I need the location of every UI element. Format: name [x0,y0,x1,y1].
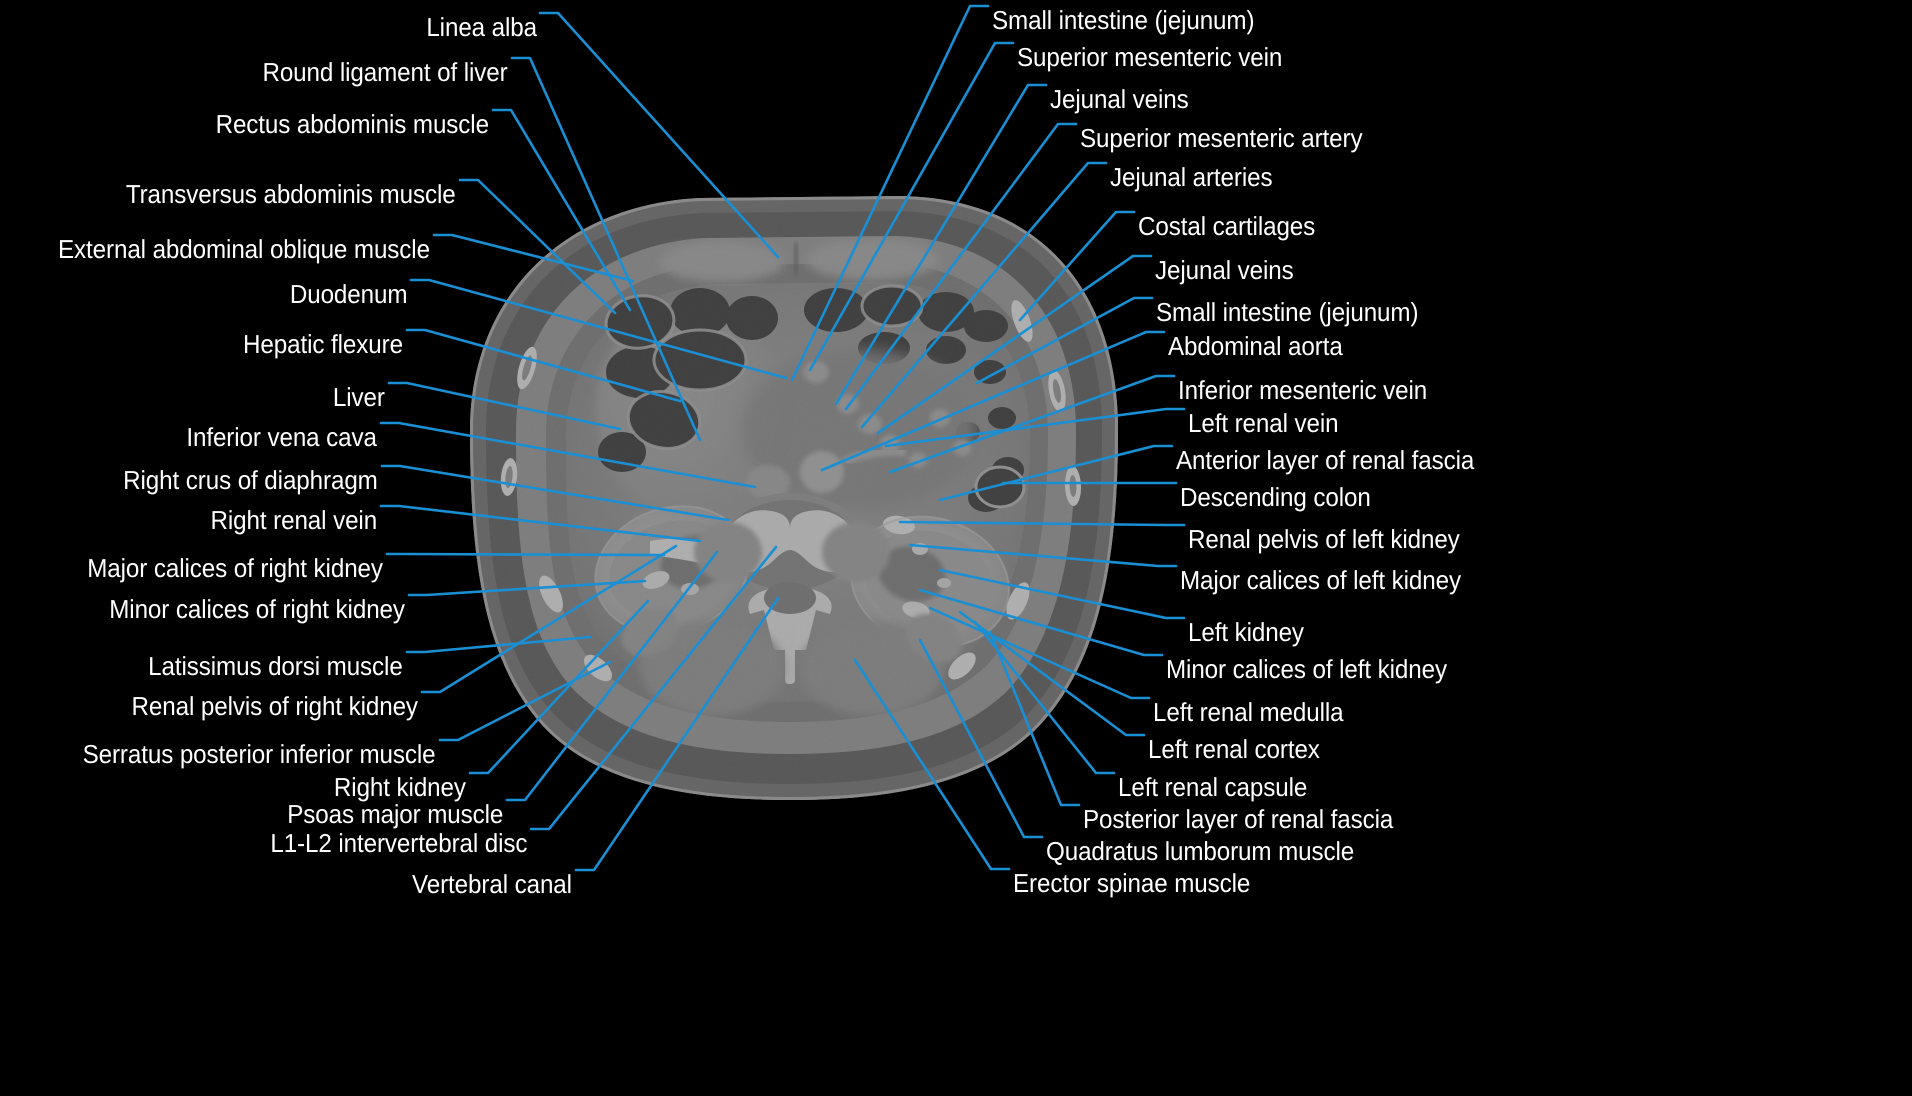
anatomy-label-major-calices-of-right-kidney: Major calices of right kidney [87,553,383,583]
anatomy-label-left-renal-cortex: Left renal cortex [1148,734,1320,764]
anatomy-label-posterior-layer-of-renal-fascia: Posterior layer of renal fascia [1083,804,1394,834]
anatomy-label-renal-pelvis-of-left-kidney: Renal pelvis of left kidney [1188,524,1460,554]
anatomy-label-descending-colon: Descending colon [1180,482,1371,512]
anatomy-label-renal-pelvis-of-right-kidney: Renal pelvis of right kidney [131,691,418,721]
anatomy-label-anterior-layer-of-renal-fascia: Anterior layer of renal fascia [1176,445,1475,475]
anatomy-label-left-renal-capsule: Left renal capsule [1118,772,1308,802]
anatomy-label-round-ligament-of-liver: Round ligament of liver [262,57,508,87]
anatomy-label-minor-calices-of-right-kidney: Minor calices of right kidney [109,594,405,624]
anatomy-label-serratus-posterior-inferior-muscle: Serratus posterior inferior muscle [83,739,436,769]
anatomy-label-jejunal-veins: Jejunal veins [1050,84,1189,114]
anatomy-label-linea-alba: Linea alba [426,12,537,42]
anatomy-label-liver: Liver [333,382,385,412]
anatomy-label-small-intestine-jejunum: Small intestine (jejunum) [1156,297,1419,327]
anatomy-label-jejunal-veins: Jejunal veins [1155,255,1294,285]
anatomy-label-costal-cartilages: Costal cartilages [1138,211,1316,241]
anatomy-label-superior-mesenteric-artery: Superior mesenteric artery [1080,123,1363,153]
anatomy-label-quadratus-lumborum-muscle: Quadratus lumborum muscle [1046,836,1355,866]
anatomy-label-erector-spinae-muscle: Erector spinae muscle [1013,868,1251,898]
anatomy-label-transversus-abdominis-muscle: Transversus abdominis muscle [126,179,456,209]
anatomy-label-small-intestine-jejunum: Small intestine (jejunum) [992,5,1255,35]
anatomy-label-major-calices-of-left-kidney: Major calices of left kidney [1180,565,1461,595]
anatomy-label-left-renal-medulla: Left renal medulla [1153,697,1344,727]
anatomy-label-inferior-vena-cava: Inferior vena cava [186,422,377,452]
anatomy-label-l1-l2-intervertebral-disc: L1-L2 intervertebral disc [269,828,527,858]
anatomy-label-latissimus-dorsi-muscle: Latissimus dorsi muscle [148,651,403,681]
anatomy-label-right-renal-vein: Right renal vein [210,505,377,535]
anatomy-label-left-kidney: Left kidney [1188,617,1304,647]
anatomy-label-right-crus-of-diaphragm: Right crus of diaphragm [123,465,378,495]
anatomy-label-jejunal-arteries: Jejunal arteries [1110,162,1273,192]
anatomy-label-abdominal-aorta: Abdominal aorta [1168,331,1343,361]
anatomy-label-external-abdominal-oblique-muscle: External abdominal oblique muscle [58,234,430,264]
anatomy-label-duodenum: Duodenum [289,279,407,309]
anatomy-label-right-kidney: Right kidney [334,772,466,802]
anatomy-label-hepatic-flexure: Hepatic flexure [243,329,403,359]
anatomy-label-inferior-mesenteric-vein: Inferior mesenteric vein [1178,375,1428,405]
anatomy-label-rectus-abdominis-muscle: Rectus abdominis muscle [215,109,489,139]
anatomy-label-left-renal-vein: Left renal vein [1188,408,1339,438]
anatomy-label-psoas-major-muscle: Psoas major muscle [286,799,503,829]
anatomy-label-minor-calices-of-left-kidney: Minor calices of left kidney [1166,654,1447,684]
anatomy-label-superior-mesenteric-vein: Superior mesenteric vein [1017,42,1283,72]
anatomy-label-vertebral-canal: Vertebral canal [412,869,572,899]
